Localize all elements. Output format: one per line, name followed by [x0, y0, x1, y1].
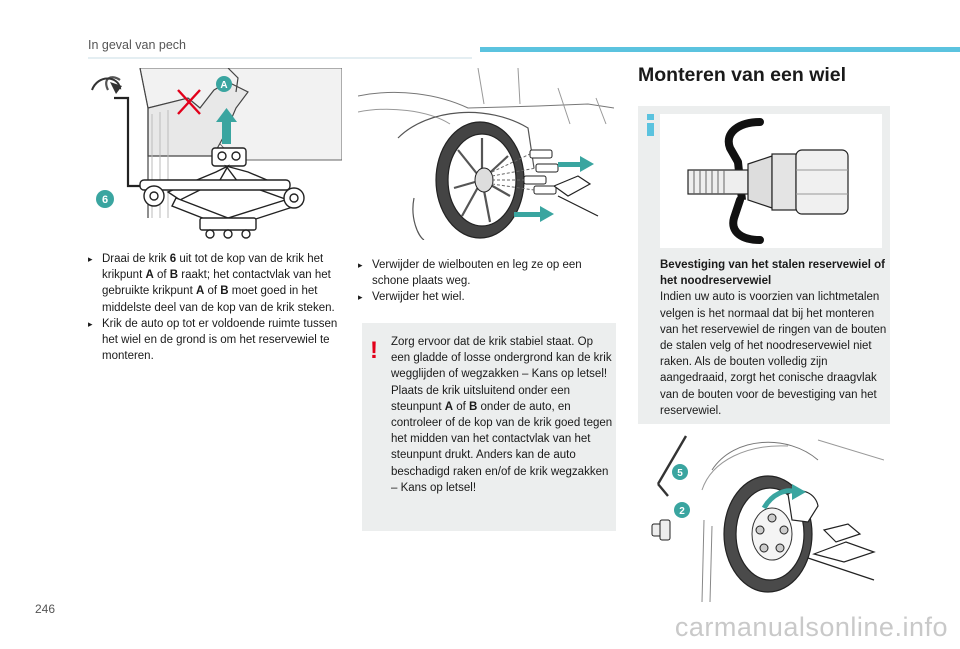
svg-text:A: A	[220, 80, 227, 91]
svg-text:5: 5	[677, 468, 683, 479]
wheel-brace-icon	[105, 76, 140, 188]
step-3: ▸ Verwijder de wielbouten en leg ze op e…	[358, 257, 614, 289]
bolts-illustration	[357, 67, 615, 241]
jack-illustration: A 6	[88, 67, 343, 242]
col2-steps: ▸ Verwijder de wielbouten en leg ze op e…	[358, 257, 614, 306]
step-4: ▸ Verwijder het wiel.	[358, 289, 614, 305]
bolt-icon	[687, 149, 849, 215]
info-icon	[647, 114, 654, 136]
watermark: carmanualsonline.info	[674, 612, 948, 642]
badge-5: 5	[672, 464, 688, 480]
warning-text: Zorg ervoor dat de krik stabiel staat. O…	[391, 334, 613, 496]
warning-part: onder de auto, en controleer of de kop v…	[391, 400, 613, 494]
step-1-part: raakt; het contactvlak van het gebruikte…	[102, 269, 331, 298]
step-1-ref-a: A	[195, 285, 205, 298]
step-1-ref-a: A	[145, 269, 154, 282]
step-1-ref-b: B	[220, 285, 229, 298]
step-1: ▸ Draai de krik 6 uit tot de kop van de …	[88, 251, 344, 316]
badge-6: 6	[96, 190, 114, 208]
step-3-text: Verwijder de wielbouten en leg ze op een…	[372, 259, 582, 288]
page-number: 246	[35, 602, 56, 616]
svg-text:2: 2	[679, 506, 685, 517]
wheel-icon	[435, 121, 525, 239]
header-section-label: In geval van pech	[88, 38, 186, 52]
warning-icon: !	[370, 337, 378, 364]
step-1-part: moet goed in het middelste deel van de k…	[102, 285, 335, 314]
warning-ref-a: A	[444, 400, 454, 413]
info-body: Indien uw auto is voorzien van lichtmeta…	[660, 291, 887, 417]
warning-ref-b: B	[469, 400, 478, 413]
badge-2: 2	[674, 502, 690, 518]
bolt-icon	[651, 519, 671, 541]
step-2: ▸ Krik de auto op tot er voldoende ruimt…	[88, 316, 344, 365]
col1-steps: ▸ Draai de krik 6 uit tot de kop van de …	[88, 251, 344, 364]
warning-box: ! Zorg ervoor dat de krik stabiel staat.…	[362, 323, 616, 531]
badge-a: A	[216, 76, 232, 92]
bullet-marker-icon: ▸	[358, 260, 363, 270]
remove-arrow-icon	[514, 156, 594, 222]
step-4-text: Verwijder het wiel.	[372, 291, 465, 304]
info-text: Bevestiging van het stalen reservewiel o…	[660, 257, 888, 419]
bolt-icon	[523, 149, 559, 195]
info-title: Bevestiging van het stalen reservewiel o…	[660, 259, 885, 288]
warning-paragraph-1: Zorg ervoor dat de krik stabiel staat. O…	[391, 336, 612, 381]
warning-part: Plaats de krik uitsluitend onder een ste…	[391, 384, 570, 413]
bullet-marker-icon: ▸	[358, 292, 363, 303]
step-1-part: of	[204, 285, 221, 298]
svg-text:6: 6	[102, 194, 108, 206]
step-1-text: Draai de krik 6 uit tot de kop van de kr…	[102, 251, 344, 316]
step-2-text: Krik de auto op tot er voldoende ruimte …	[102, 317, 338, 363]
step-1-ref-b: B	[169, 269, 179, 282]
jack-icon	[807, 523, 876, 581]
warning-paragraph-2: Plaats de krik uitsluitend onder een ste…	[391, 383, 613, 496]
header-rule-left	[88, 57, 472, 59]
step-1-ref-6: 6	[169, 253, 177, 265]
wheel-brace-icon	[656, 435, 688, 497]
section-heading: Monteren van een wiel	[638, 64, 847, 86]
bolt-detail-illustration	[660, 114, 882, 248]
wrong-point-cross-icon	[177, 89, 201, 115]
warning-part: of	[453, 400, 470, 413]
step-1-part: Draai de krik	[102, 253, 170, 265]
bullet-marker-icon: ▸	[88, 254, 93, 264]
wheel-fitting-illustration: 5 2	[638, 430, 885, 603]
step-1-part: of	[153, 269, 170, 282]
bullet-marker-icon: ▸	[88, 318, 93, 329]
lift-arrow-icon	[216, 108, 237, 144]
tighten-arrow-icon	[761, 484, 806, 510]
jack-icon	[139, 147, 305, 239]
header-rule-right	[480, 47, 960, 52]
step-1-part: uit tot de kop van de krik het krikpunt	[102, 253, 324, 282]
